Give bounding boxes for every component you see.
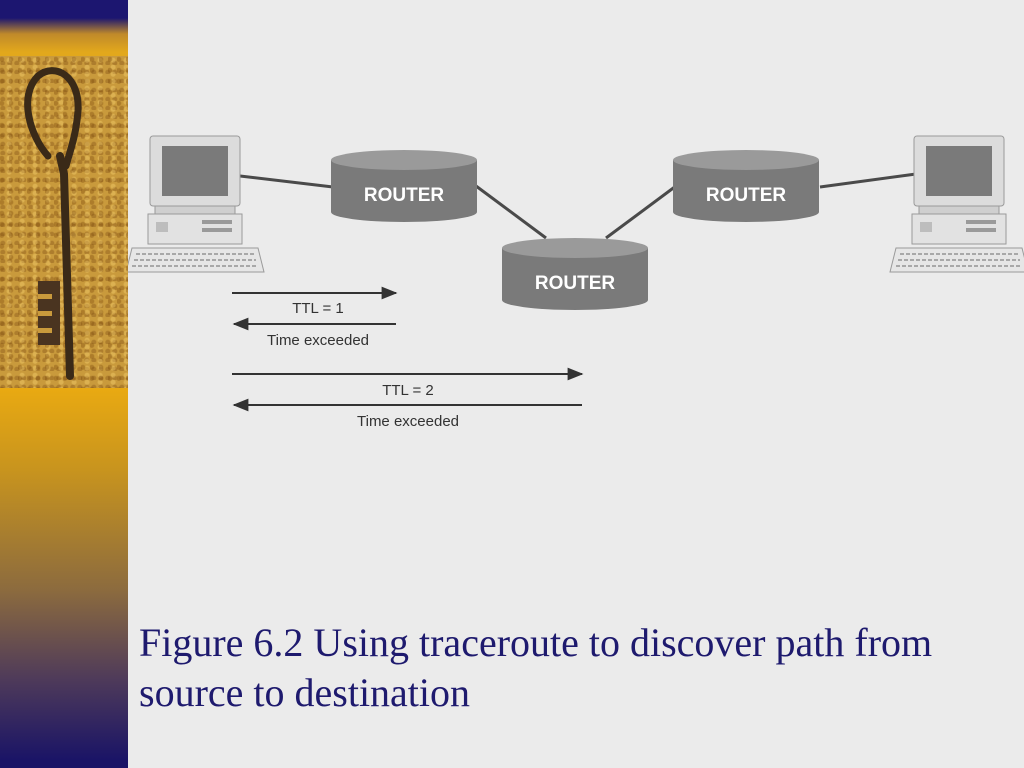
link-source-router1 <box>239 174 334 189</box>
destination-computer-icon <box>889 135 1024 273</box>
router-2: ROUTER <box>673 150 819 222</box>
ttl1-reply-label: Time exceeded <box>267 332 369 349</box>
ttl1-request-label: TTL = 1 <box>292 300 344 317</box>
figure-caption: Figure 6.2 Using traceroute to discover … <box>139 620 933 715</box>
ttl2-reply-label: Time exceeded <box>357 413 459 430</box>
traceroute-diagram: ROUTER ROUTER ROUTER TTL = 1 Time exceed… <box>128 135 1024 430</box>
router-1-label: ROUTER <box>364 185 445 206</box>
source-computer-icon <box>128 135 265 273</box>
router-3-label: ROUTER <box>535 273 616 294</box>
link-router1-router3 <box>475 184 547 240</box>
decorative-sidebar <box>0 0 128 768</box>
link-router2-destination <box>819 172 917 189</box>
router-3: ROUTER <box>502 238 648 310</box>
key-icon <box>24 67 82 380</box>
ttl2-request-label: TTL = 2 <box>382 382 434 399</box>
key-photo <box>0 56 128 388</box>
router-2-label: ROUTER <box>706 185 787 206</box>
link-router3-router2 <box>605 184 677 240</box>
router-1: ROUTER <box>331 150 477 222</box>
